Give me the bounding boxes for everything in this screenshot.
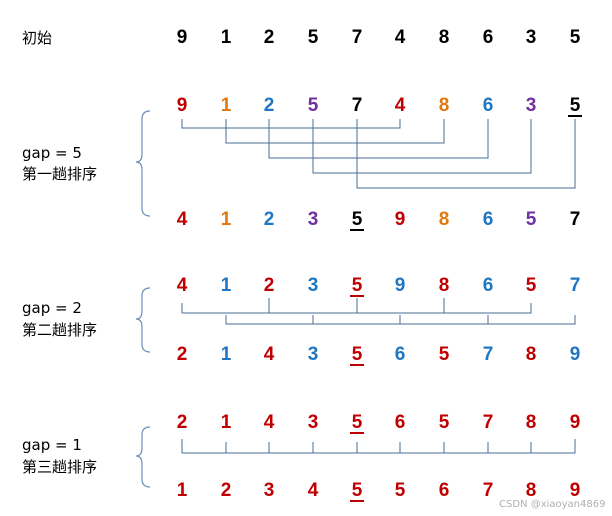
pass1-before-value-2: 2 xyxy=(264,95,275,116)
pass1-before-value-3: 5 xyxy=(308,95,319,116)
pass1-before-value-9: 5 xyxy=(570,95,581,116)
pass2-before-value-4: 5 xyxy=(352,275,363,296)
initial-value-3: 5 xyxy=(308,27,319,48)
pass2-before-value-9: 7 xyxy=(570,275,581,296)
pass3-pass-label: 第三趟排序 xyxy=(22,458,97,476)
pass2-after-value-8: 8 xyxy=(526,344,537,365)
pass2-before-value-5: 9 xyxy=(395,275,406,296)
pass2-before-value-1: 1 xyxy=(221,275,232,296)
pass1-after-value-1: 1 xyxy=(221,209,232,230)
pass2-connectors xyxy=(181,298,576,325)
pass1-after-value-0: 4 xyxy=(177,209,188,230)
pass2-before-value-2: 2 xyxy=(264,275,275,296)
pass3-before-value-9: 9 xyxy=(570,412,581,433)
pass2-before-value-0: 4 xyxy=(177,275,188,296)
pass3-after-value-4: 5 xyxy=(352,480,363,501)
pass1-after-value-7: 6 xyxy=(483,209,494,230)
pass1-connector-4 xyxy=(356,119,576,189)
pass3-before-value-5: 6 xyxy=(395,412,406,433)
pass1-after-value-6: 8 xyxy=(439,209,450,230)
pass1-connector-1 xyxy=(225,119,445,144)
initial-value-0: 9 xyxy=(177,27,188,48)
pass2-before-value-3: 3 xyxy=(308,275,319,296)
pass1-before-value-1: 1 xyxy=(221,95,232,116)
pass3-after-value-2: 3 xyxy=(264,480,275,501)
pass2-after-value-2: 4 xyxy=(264,344,275,365)
initial-value-1: 1 xyxy=(221,27,232,48)
pass3-before-value-3: 3 xyxy=(308,412,319,433)
pass2-before-value-7: 6 xyxy=(483,275,494,296)
pass1-after-value-5: 9 xyxy=(395,209,406,230)
initial-value-2: 2 xyxy=(264,27,275,48)
pass2-after-value-3: 3 xyxy=(308,344,319,365)
pass2-after-value-4: 5 xyxy=(352,344,363,365)
pass3-after-value-5: 5 xyxy=(395,480,406,501)
pass2-gap-label: gap = 2 xyxy=(22,299,82,317)
pass1-connector-3 xyxy=(312,119,532,174)
pass3-brace xyxy=(135,426,151,488)
pass2-after-value-5: 6 xyxy=(395,344,406,365)
pass3-after-value-6: 6 xyxy=(439,480,450,501)
pass1-before-value-8: 3 xyxy=(526,95,537,116)
initial-value-7: 6 xyxy=(483,27,494,48)
pass3-before-value-8: 8 xyxy=(526,412,537,433)
pass2-after-row: 2 1 4 3 5 6 5 7 8 9 xyxy=(177,344,581,366)
pass3-before-value-2: 4 xyxy=(264,412,275,433)
pass1-after-value-4: 5 xyxy=(352,209,363,230)
pass1-after-value-8: 5 xyxy=(526,209,537,230)
pass1-before-value-4: 7 xyxy=(352,95,363,116)
pass3-before-row: 2 1 4 3 5 6 5 7 8 9 xyxy=(177,412,581,434)
initial-value-9: 5 xyxy=(570,27,581,48)
pass2-after-value-7: 7 xyxy=(483,344,494,365)
pass1-pass-label: 第一趟排序 xyxy=(22,165,97,183)
pass3-after-value-8: 8 xyxy=(526,480,537,501)
pass2-before-row: 4 1 2 3 5 9 8 6 5 7 xyxy=(177,275,581,297)
initial-label: 初始 xyxy=(22,29,52,47)
pass1-connector-0 xyxy=(181,119,401,129)
pass1-gap-label: gap = 5 xyxy=(22,144,82,162)
pass1-before-value-0: 9 xyxy=(177,95,188,116)
pass1-connector-2 xyxy=(268,119,489,159)
pass2-brace xyxy=(135,287,151,353)
pass1-connectors xyxy=(181,119,576,189)
pass2-after-value-6: 5 xyxy=(439,344,450,365)
pass3-before-value-6: 5 xyxy=(439,412,450,433)
pass1-before-row: 9 1 2 5 7 4 8 6 3 5 xyxy=(177,95,582,117)
pass3-after-value-1: 2 xyxy=(221,480,232,501)
pass1-after-value-3: 3 xyxy=(308,209,319,230)
pass3-before-value-7: 7 xyxy=(483,412,494,433)
pass1-before-value-6: 8 xyxy=(439,95,450,116)
initial-value-6: 8 xyxy=(439,27,450,48)
pass2-before-value-8: 5 xyxy=(526,275,537,296)
pass1-before-value-7: 6 xyxy=(483,95,494,116)
initial-value-5: 4 xyxy=(395,27,406,48)
pass1-after-value-2: 2 xyxy=(264,209,275,230)
pass3-before-value-1: 1 xyxy=(221,412,232,433)
pass1-before-value-5: 4 xyxy=(395,95,406,116)
pass1-after-row: 4 1 2 3 5 9 8 6 5 7 xyxy=(177,209,581,231)
pass2-after-value-0: 2 xyxy=(177,344,188,365)
pass3-after-row: 1 2 3 4 5 5 6 7 8 9 xyxy=(177,480,581,502)
pass1-brace xyxy=(135,110,151,217)
pass3-after-value-0: 1 xyxy=(177,480,188,501)
pass3-before-value-0: 2 xyxy=(177,412,188,433)
pass1-after-value-9: 7 xyxy=(570,209,581,230)
pass3-gap-label: gap = 1 xyxy=(22,436,82,454)
pass2-pass-label: 第二趟排序 xyxy=(22,321,97,339)
pass2-after-value-9: 9 xyxy=(570,344,581,365)
pass2-before-value-6: 8 xyxy=(439,275,450,296)
initial-value-4: 7 xyxy=(352,27,363,48)
pass2-after-value-1: 1 xyxy=(221,344,232,365)
watermark: CSDN @xiaoyan4869 xyxy=(499,499,605,510)
initial-value-8: 3 xyxy=(526,27,537,48)
pass3-after-value-7: 7 xyxy=(483,480,494,501)
pass3-after-value-3: 4 xyxy=(308,480,319,501)
pass3-after-value-9: 9 xyxy=(570,480,581,501)
pass3-before-value-4: 5 xyxy=(352,412,363,433)
initial-row: 9 1 2 5 7 4 8 6 3 5 xyxy=(177,27,581,48)
pass3-connector xyxy=(181,439,576,454)
pass3-connectors xyxy=(181,439,576,454)
